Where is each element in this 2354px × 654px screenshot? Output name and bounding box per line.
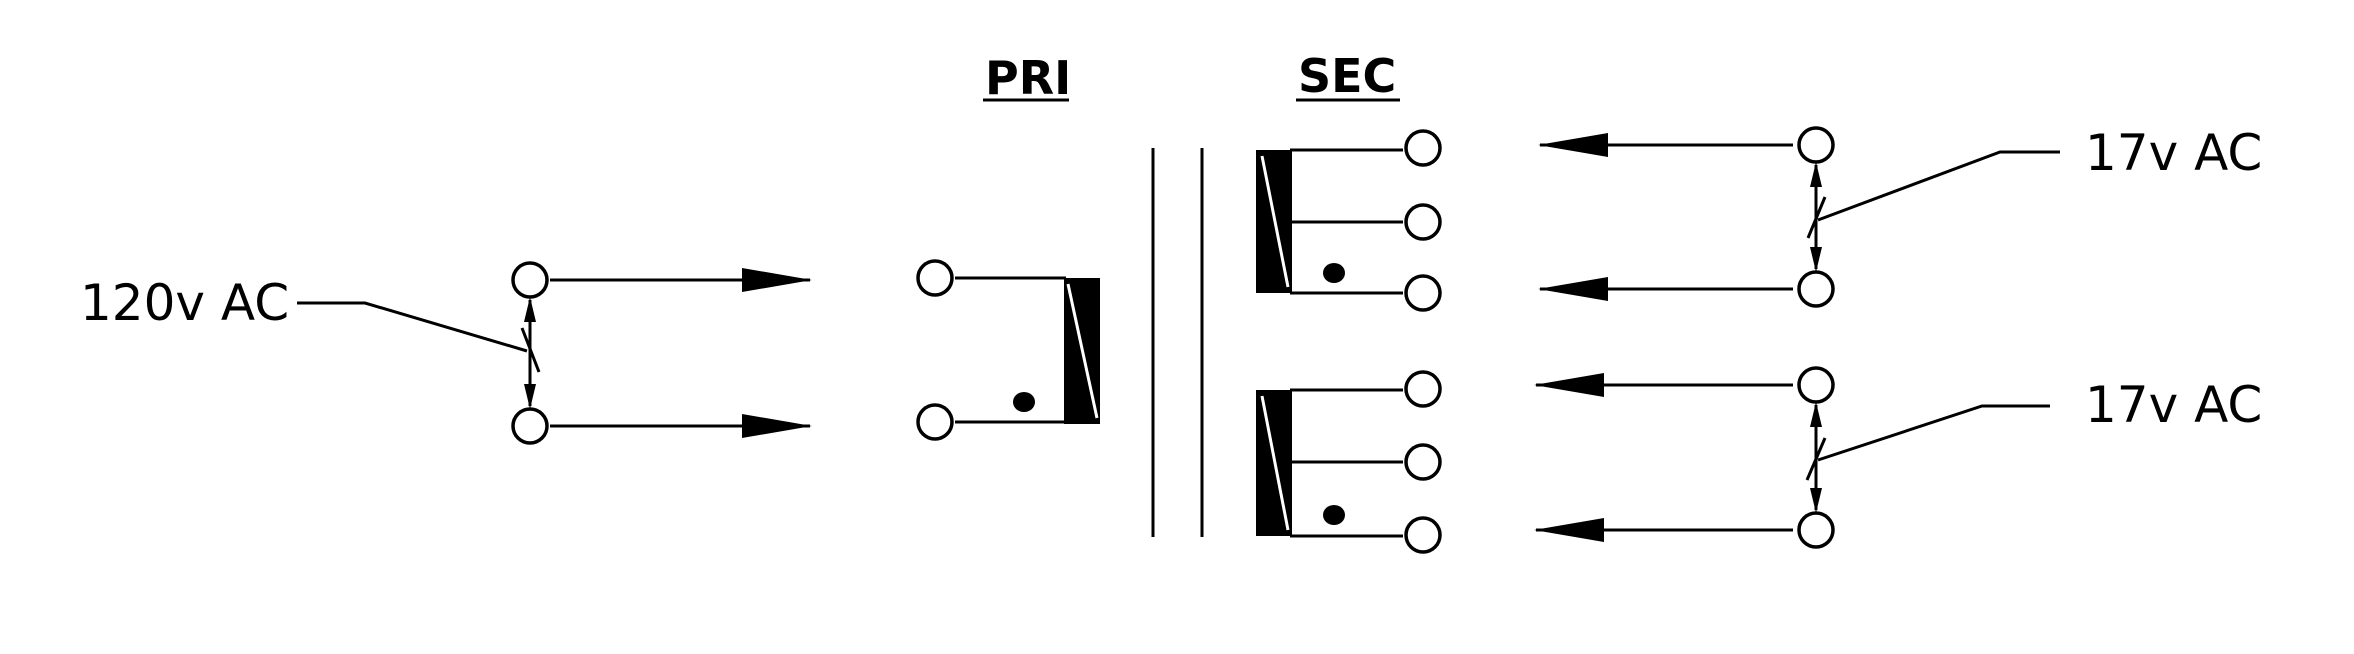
primary-terminal-top (916, 259, 954, 297)
input-indicator-arrow-up (524, 297, 536, 322)
output-1-leader-line (1817, 150, 2060, 222)
output-1-indicator-arrow-up (1810, 162, 1822, 187)
input-terminal-bottom (511, 407, 549, 445)
output-2-terminal-bottom (1797, 511, 1835, 549)
secondary-1-polarity-dot (1323, 263, 1345, 283)
output-2-indicator-arrow-down (1810, 488, 1822, 513)
output-2-lead-bottom-arrow (1534, 518, 1604, 542)
secondary-coil-1-winding (1260, 155, 1290, 288)
output-2-terminal-top (1797, 366, 1835, 404)
output-1-terminal-top (1797, 126, 1835, 164)
output-1-indicator-arrow-down (1810, 247, 1822, 272)
secondary-1-terminal-bottom (1404, 274, 1442, 312)
output-2-indicator-arrow-up (1810, 402, 1822, 427)
output-2-lead-top-arrow (1534, 373, 1604, 397)
secondary-label: SEC (1298, 49, 1396, 103)
secondary-1-terminal-center (1404, 203, 1442, 241)
transformer-core (1151, 148, 1204, 537)
primary-label: PRI (985, 51, 1071, 105)
input-indicator-arrow-down (524, 384, 536, 409)
output-1-lead-bottom-arrow (1538, 277, 1608, 301)
secondary-1-terminal-top (1404, 129, 1442, 167)
secondary-2-terminal-top (1404, 370, 1442, 408)
primary-terminal-bottom (916, 403, 954, 441)
primary-winding: PRI (916, 51, 1100, 441)
output-2-indicator-tick (1805, 437, 1827, 481)
secondary-2-terminal-center (1404, 443, 1442, 481)
input-lead-bottom-arrow (742, 414, 812, 438)
primary-polarity-dot (1013, 392, 1035, 412)
input-leader-line (297, 301, 528, 353)
input-section: 120v AC (80, 261, 812, 445)
output-section-2: 17v AC (1534, 366, 2262, 549)
primary-coil-winding (1066, 283, 1099, 419)
output-voltage-1-label: 17v AC (2085, 124, 2262, 182)
output-voltage-2-label: 17v AC (2085, 376, 2262, 434)
output-2-leader-line (1817, 404, 2050, 462)
output-1-terminal-bottom (1797, 270, 1835, 308)
secondary-winding-1: SEC (1256, 49, 1442, 312)
input-voltage-label: 120v AC (80, 274, 289, 332)
secondary-coil-2-winding (1260, 395, 1290, 531)
output-1-lead-top-arrow (1538, 133, 1608, 157)
input-indicator-tick (520, 327, 541, 373)
output-section-1: 17v AC (1538, 124, 2262, 308)
output-1-indicator-tick (1806, 196, 1827, 239)
input-lead-top-arrow (742, 268, 812, 292)
secondary-2-polarity-dot (1323, 505, 1345, 525)
secondary-2-terminal-bottom (1404, 516, 1442, 554)
input-terminal-top (511, 261, 549, 299)
secondary-winding-2 (1256, 370, 1442, 554)
